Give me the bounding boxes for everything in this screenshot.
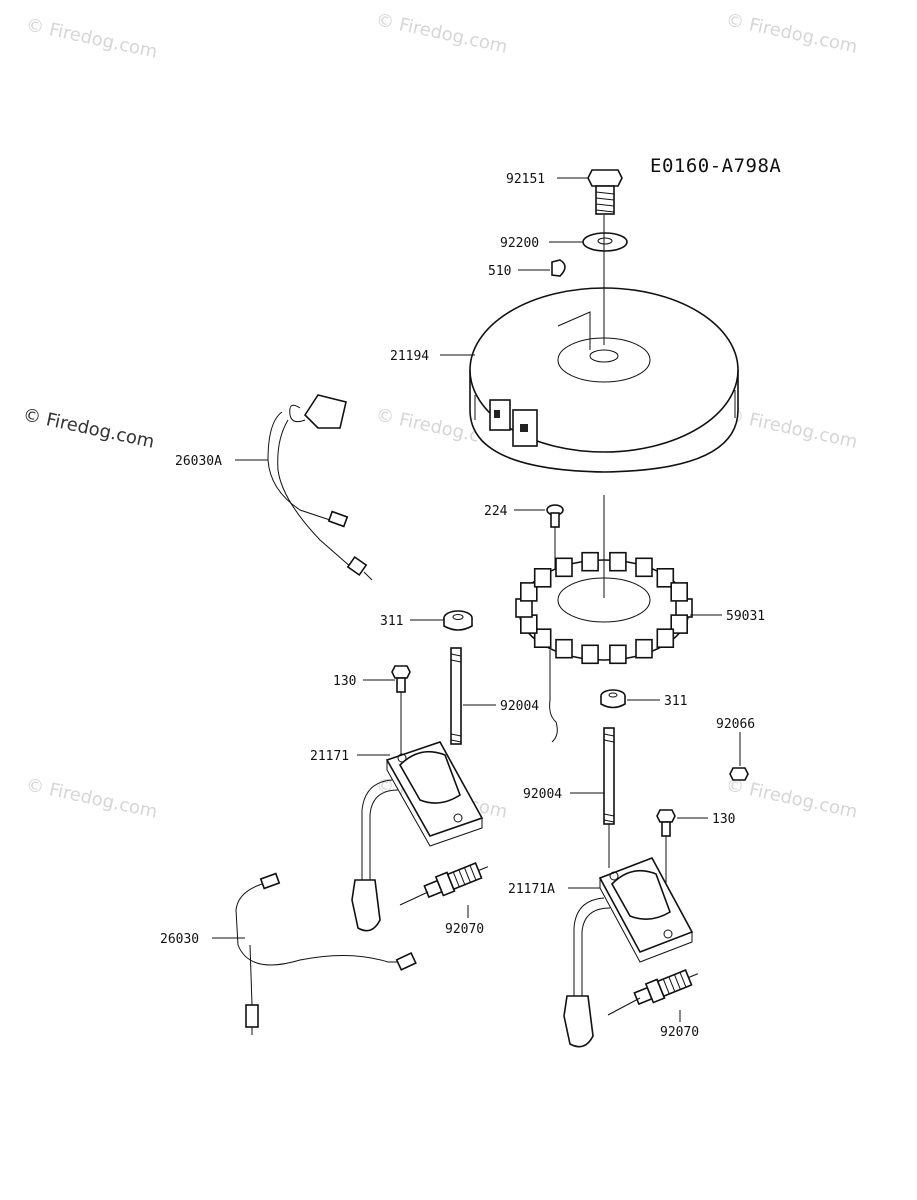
label-311-right: 311 [664, 694, 687, 709]
watermark: © Firedog.com [724, 9, 859, 57]
label-92151: 92151 [506, 172, 545, 187]
label-130-right: 130 [712, 812, 735, 827]
ignition-coil-21171A [563, 857, 694, 1048]
stud-92004-right [603, 727, 615, 868]
nut-311-left [443, 610, 473, 631]
stator-pole [519, 582, 538, 602]
label-26030A: 26030A [175, 454, 222, 469]
key-510 [551, 259, 566, 277]
stator-pole [533, 567, 552, 588]
label-21194: 21194 [390, 349, 429, 364]
stator-pole [609, 644, 627, 665]
label-21171: 21171 [310, 749, 349, 764]
bolt-92151 [587, 169, 623, 215]
spark-plug-92070-right [633, 969, 699, 1006]
stator-pole [533, 628, 552, 649]
label-130-left: 130 [333, 674, 356, 689]
label-26030: 26030 [160, 932, 199, 947]
ignition-coil-21171 [351, 741, 484, 932]
label-510: 510 [488, 264, 511, 279]
stud-92004-left [450, 647, 462, 745]
label-59031: 59031 [726, 609, 765, 624]
stator-pole [581, 644, 599, 665]
spark-plug-92070-left [423, 862, 489, 899]
stator-pole [555, 557, 573, 578]
watermark: © Firedog.com [724, 774, 859, 822]
label-92004-left: 92004 [500, 699, 539, 714]
nut-311-right [600, 689, 626, 709]
stator-pole [635, 557, 653, 578]
stator-pole [656, 628, 675, 649]
stator-pole [609, 551, 627, 572]
stator-pole [656, 567, 675, 588]
watermark: © Firedog.com [24, 14, 159, 62]
bolt-130-left [391, 665, 411, 760]
harness-26030 [235, 872, 417, 1035]
stator-pole [581, 551, 599, 572]
stator-pole [555, 638, 573, 659]
label-92070-right: 92070 [660, 1025, 699, 1040]
screw-224 [546, 504, 564, 570]
watermark: © Firedog.com [24, 774, 159, 822]
harness-26030A [267, 394, 373, 581]
nut-92066 [729, 732, 749, 781]
label-92004-right: 92004 [523, 787, 562, 802]
label-92070-left: 92070 [445, 922, 484, 937]
watermark: © Firedog.com [724, 404, 859, 452]
stator-pole [670, 614, 689, 634]
stator-pole [635, 638, 653, 659]
stator-59031 [515, 495, 693, 743]
bolt-130-right [656, 809, 676, 888]
flywheel-21194 [469, 215, 739, 473]
label-311-left: 311 [380, 614, 403, 629]
label-21171A: 21171A [508, 882, 555, 897]
washer-92200 [582, 232, 628, 252]
label-92200: 92200 [500, 236, 539, 251]
watermark: © Firedog.com [21, 404, 156, 452]
label-92066: 92066 [716, 717, 755, 732]
watermark: © Firedog.com [374, 9, 509, 57]
diagram-code: E0160-A798A [650, 155, 781, 177]
label-224: 224 [484, 504, 508, 519]
stator-pole [670, 582, 689, 602]
